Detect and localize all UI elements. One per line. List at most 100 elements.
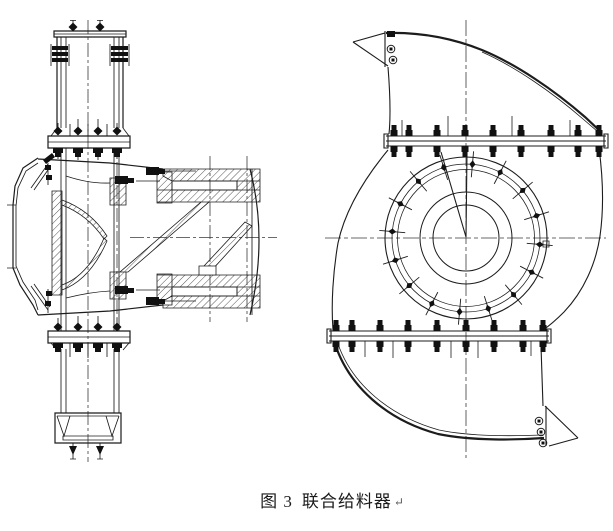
bolt-nut [415,178,422,185]
bolt [575,152,581,157]
bolt [517,130,525,136]
bracket-bolts [386,31,548,448]
bolt-nut [429,300,435,308]
bolt [519,325,527,331]
feeder-sectional-view [7,20,277,462]
bolt [491,320,497,325]
bolt [390,146,398,152]
bolt [333,347,339,352]
bolt [433,130,441,136]
bolt-circle-mid [391,163,541,313]
bolt [520,347,526,352]
bolt [405,347,411,352]
bolt-nut [532,212,541,219]
bolt [517,146,525,152]
bolt [348,341,356,347]
bolt [462,152,468,157]
volute-casing-view [325,20,609,458]
bolt-nut [456,307,463,316]
bolt [405,320,411,325]
bolt-nut [528,269,536,275]
figure-label: 图 3 [260,492,293,511]
bolt-nut [391,257,400,264]
bolt [332,325,340,331]
bolt [462,341,470,347]
bolt-nut [519,187,526,194]
bolt [596,125,602,130]
bolt [575,125,581,130]
bolt [404,325,412,331]
bolt [489,130,497,136]
bolt-nut [440,163,447,172]
left-detail-lines [7,20,253,460]
bolt [434,347,440,352]
bolt [574,130,582,136]
right-thin-lines [337,51,598,437]
bolt-circle-inner [397,169,535,307]
spiral-heavy-contour [333,31,602,441]
bolt-nut [388,228,397,235]
bolt [376,325,384,331]
left-centerlines [87,20,277,462]
bolt [406,125,412,130]
left-outline [12,30,260,444]
bolt [548,125,554,130]
bolt-nut [469,160,476,169]
bolt [547,146,555,152]
bolt [332,341,340,347]
bolt [491,347,497,352]
bolt [348,325,356,331]
bolt [377,347,383,352]
flange-bolts [332,125,603,352]
bolt [595,146,603,152]
bolt [490,341,498,347]
bolt [404,341,412,347]
bolt [462,125,468,130]
bolt [349,347,355,352]
bolt [461,146,469,152]
bolt [518,125,524,130]
bolt [490,125,496,130]
bolt [391,152,397,157]
bolt [462,325,470,331]
bolt [461,130,469,136]
bolt [349,320,355,325]
bolt [390,130,398,136]
bolt [434,152,440,157]
bolt [433,341,441,347]
bolt [405,146,413,152]
right-centerlines [325,20,606,458]
bolt [489,146,497,152]
return-mark-icon: ↵ [393,495,405,509]
bolt [406,152,412,157]
bolt-nut [510,291,517,298]
bolt [518,152,524,157]
bolt [391,125,397,130]
bolt [490,325,498,331]
figure-caption: 图 3 联合给料器↵ [0,487,613,512]
bolt [463,320,469,325]
bolt-nut [497,168,503,176]
bolt [433,146,441,152]
bolt [433,325,441,331]
bolt [520,320,526,325]
bolt [574,146,582,152]
bolt [539,341,547,347]
bolt [540,320,546,325]
bolt [519,341,527,347]
figure-title: 联合给料器 [301,492,392,511]
bolt-circle-bolts [379,151,553,325]
strut-foot-plate [198,265,217,276]
left-bolt-hardware [43,22,165,455]
bolt-nut [535,241,544,248]
bolt [376,341,384,347]
bolt [540,347,546,352]
bolt [490,152,496,157]
right-outline [326,31,609,447]
bolt [333,320,339,325]
bolt [595,130,603,136]
bolt [463,347,469,352]
bolt [434,125,440,130]
bolt-nut [396,201,404,207]
